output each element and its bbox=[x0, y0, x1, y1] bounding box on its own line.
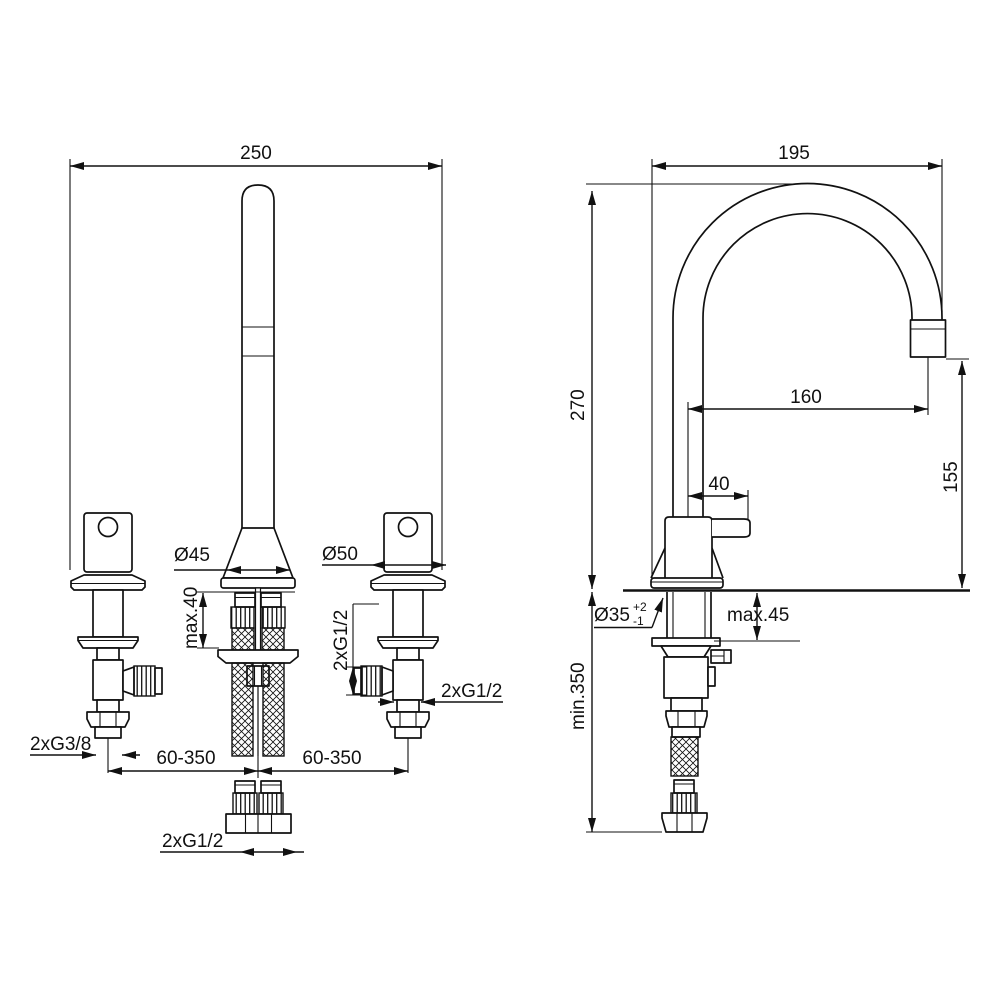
dim-handle-outlet-thread: 2xG1/2 bbox=[378, 681, 503, 706]
dim-left-spacing-label: 60-350 bbox=[156, 748, 215, 769]
dim-lever-reach: 40 bbox=[688, 474, 749, 519]
dim-hole-tolerance-plus: +2 bbox=[633, 600, 647, 614]
dim-spout-width-label: 195 bbox=[778, 143, 810, 164]
dim-outlet-height-label: 155 bbox=[941, 461, 962, 493]
dim-spout-width: 195 bbox=[651, 143, 943, 578]
right-view-underdeck bbox=[651, 592, 732, 833]
left-view: 250 Ø45 max.40 Ø50 2xG1/2 bbox=[30, 143, 503, 856]
dim-lever-reach-label: 40 bbox=[708, 474, 729, 495]
dim-handle-base-diameter: Ø50 bbox=[322, 544, 446, 569]
dim-handle-outlet-thread-vertical: 2xG1/2 bbox=[331, 603, 379, 696]
right-view-spout bbox=[672, 182, 947, 517]
dim-hole-spacing: 60-350 60-350 bbox=[108, 748, 408, 775]
dim-hose-thread-label: 2xG1/2 bbox=[162, 831, 223, 852]
dim-hole-diameter-label: Ø35 bbox=[594, 605, 630, 626]
dim-total-height-label: 270 bbox=[568, 389, 589, 421]
dim-right-spacing-label: 60-350 bbox=[302, 748, 361, 769]
right-view-body bbox=[650, 516, 751, 589]
dim-max-deck-thickness-label: max.45 bbox=[727, 605, 789, 626]
dim-hose-thread: 2xG1/2 bbox=[160, 831, 304, 856]
dim-handle-base-diameter-label: Ø50 bbox=[322, 544, 358, 565]
dim-min-clearance: min.350 bbox=[568, 592, 662, 833]
left-view-right-handle bbox=[353, 512, 446, 773]
dim-spout-reach-label: 160 bbox=[790, 387, 822, 408]
dim-overall-width: 250 bbox=[69, 143, 443, 570]
dim-spout-shank-depth-label: max.40 bbox=[181, 587, 202, 649]
dim-handle-outlet-thread-vertical-label: 2xG1/2 bbox=[331, 610, 352, 671]
dim-hole-tolerance-minus: -1 bbox=[633, 614, 644, 628]
dim-supply-thread-label: 2xG3/8 bbox=[30, 734, 91, 755]
left-view-spout bbox=[217, 184, 299, 834]
dim-spout-shank-depth: max.40 bbox=[181, 587, 295, 649]
dim-supply-thread: 2xG3/8 bbox=[30, 734, 140, 759]
dim-max-deck-thickness: max.45 bbox=[714, 593, 800, 642]
dim-outlet-height: 155 bbox=[941, 358, 969, 588]
left-view-left-handle bbox=[70, 512, 163, 773]
right-view: 195 270 min.350 160 40 bbox=[568, 143, 970, 833]
dim-handle-outlet-thread-label: 2xG1/2 bbox=[441, 681, 502, 702]
dim-total-height: 270 bbox=[568, 183, 800, 589]
dim-min-clearance-label: min.350 bbox=[568, 662, 589, 730]
dim-spout-reach: 160 bbox=[687, 357, 929, 517]
dim-overall-width-label: 250 bbox=[240, 143, 272, 164]
dim-hole-diameter: Ø35 +2 -1 bbox=[594, 597, 664, 629]
dim-spout-base-diameter-label: Ø45 bbox=[174, 545, 210, 566]
dim-spout-base-diameter: Ø45 bbox=[174, 545, 290, 574]
